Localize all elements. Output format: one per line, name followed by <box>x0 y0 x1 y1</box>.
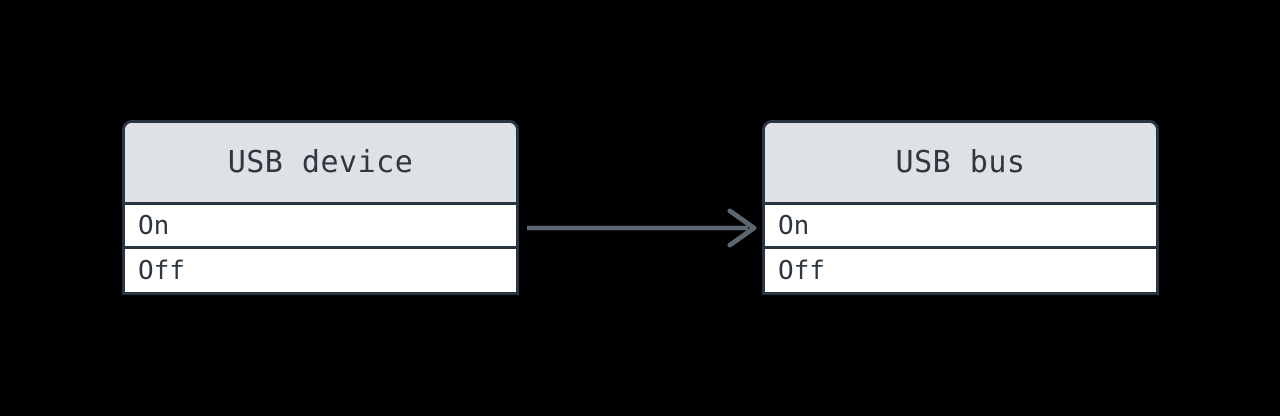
node-usb-bus: USB bus On Off <box>762 120 1159 295</box>
node-usb-device-title: USB device <box>125 123 516 205</box>
node-usb-bus-row-on: On <box>765 205 1156 249</box>
edge-arrow-head <box>727 208 757 248</box>
node-usb-bus-row-off: Off <box>765 249 1156 292</box>
node-usb-bus-title: USB bus <box>765 123 1156 205</box>
node-usb-device-row-off: Off <box>125 249 516 292</box>
node-usb-device: USB device On Off <box>122 120 519 295</box>
node-usb-device-row-on: On <box>125 205 516 249</box>
